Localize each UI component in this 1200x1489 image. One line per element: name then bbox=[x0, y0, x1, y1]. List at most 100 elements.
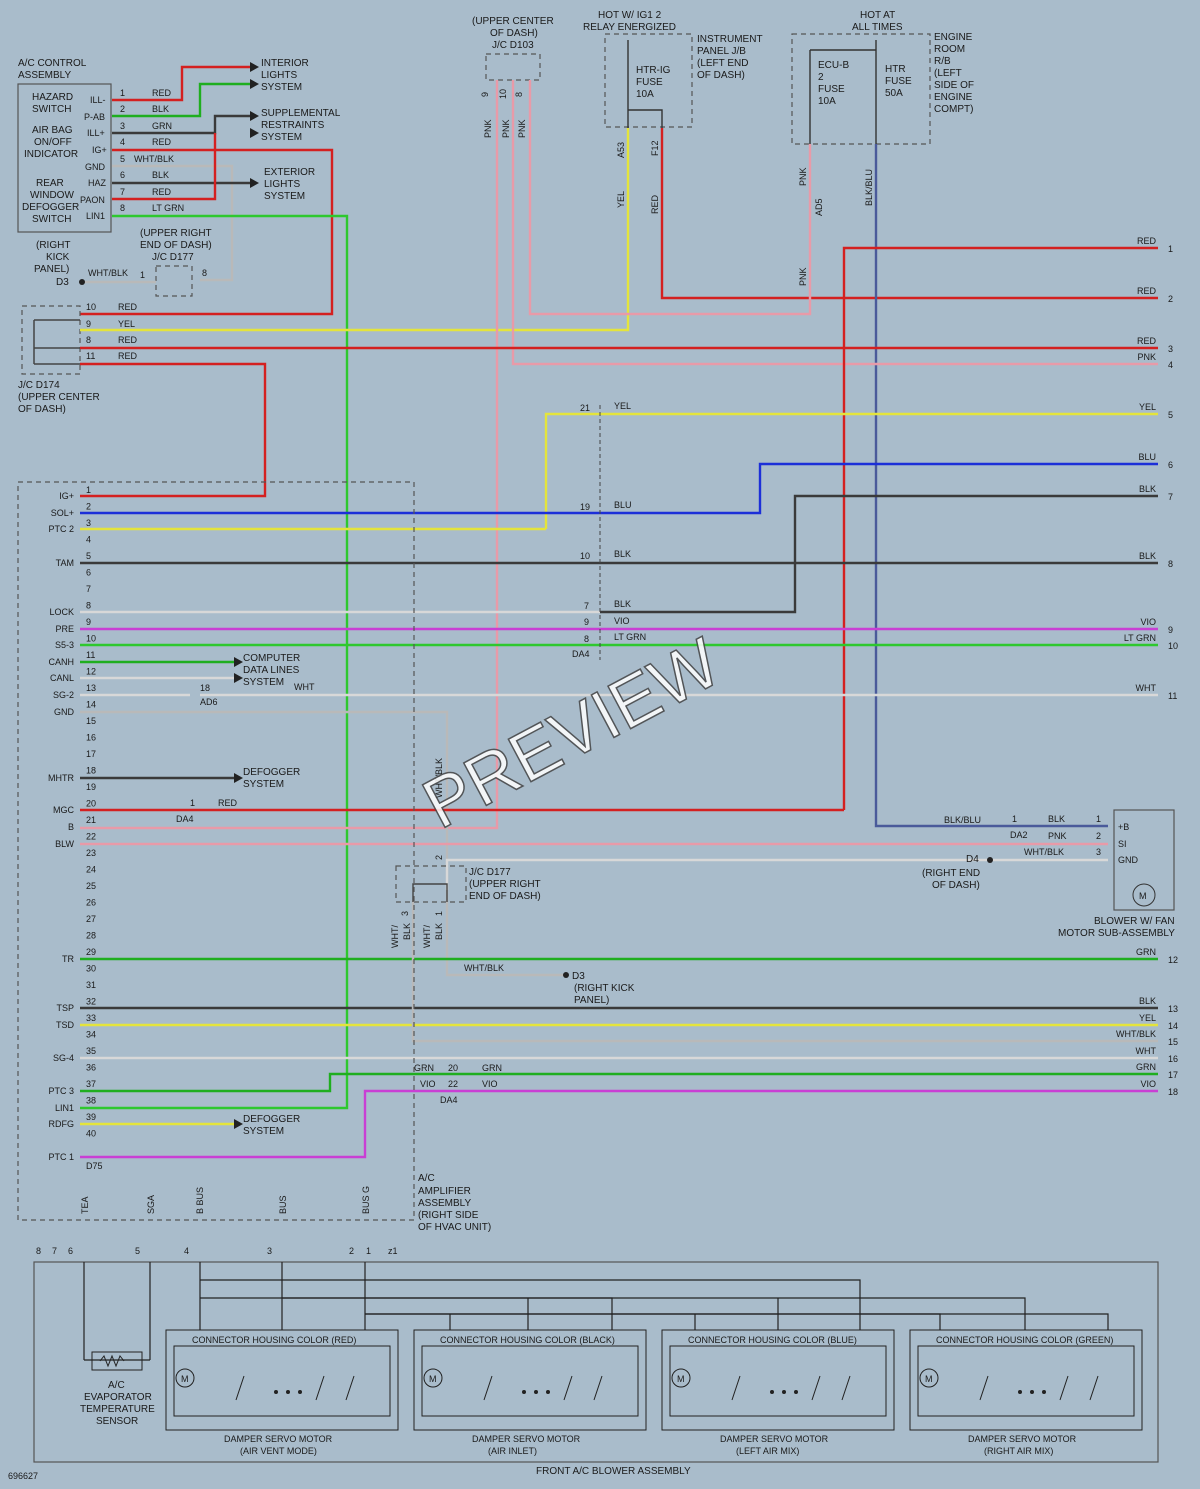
svg-text:ECU-B: ECU-B bbox=[818, 60, 849, 71]
svg-text:1: 1 bbox=[120, 88, 125, 98]
svg-text:5: 5 bbox=[135, 1246, 140, 1256]
svg-text:FUSE: FUSE bbox=[636, 77, 663, 88]
servo-name: DAMPER SERVO MOTOR bbox=[472, 1434, 581, 1444]
amp-pin-number: 33 bbox=[86, 1013, 96, 1023]
svg-text:(UPPER RIGHT: (UPPER RIGHT bbox=[469, 879, 541, 890]
amp-pin-number: 11 bbox=[86, 650, 95, 660]
amp-pin-number: 10 bbox=[86, 634, 96, 644]
svg-text:VIO: VIO bbox=[420, 1079, 436, 1089]
wire-color-8: BLK bbox=[1139, 551, 1156, 561]
amp-pin-number: 1 bbox=[86, 485, 91, 495]
svg-text:SI: SI bbox=[1118, 839, 1127, 849]
amp-pin-number: 18 bbox=[86, 766, 96, 776]
amp-pin-number: 12 bbox=[86, 667, 96, 677]
amp-bottom-pins: TEA SGA B BUS BUS BUS G bbox=[80, 1186, 371, 1214]
srs-label-3: SYSTEM bbox=[261, 132, 302, 143]
svg-text:WHT/BLK: WHT/BLK bbox=[464, 963, 504, 973]
d3-ground-icon bbox=[79, 279, 85, 285]
amp-pin-number: 8 bbox=[86, 601, 91, 611]
svg-text:VIO: VIO bbox=[614, 616, 630, 626]
svg-text:10: 10 bbox=[86, 302, 96, 312]
svg-text:RED: RED bbox=[152, 137, 172, 147]
wire-number-14: 14 bbox=[1168, 1021, 1178, 1031]
servo-name: DAMPER SERVO MOTOR bbox=[720, 1434, 829, 1444]
svg-text:SIDE OF: SIDE OF bbox=[934, 80, 974, 91]
ac-control-title-2: ASSEMBLY bbox=[18, 70, 71, 81]
svg-text:RELAY ENERGIZED: RELAY ENERGIZED bbox=[583, 22, 676, 33]
svg-text:A/C: A/C bbox=[108, 1380, 125, 1391]
svg-text:LT GRN: LT GRN bbox=[152, 203, 184, 213]
amp-pin-ptc-3: PTC 3 bbox=[48, 1086, 74, 1096]
svg-text:RED: RED bbox=[152, 88, 172, 98]
onoff-label: ON/OFF bbox=[34, 137, 72, 148]
svg-text:WHT/: WHT/ bbox=[422, 925, 432, 948]
jc-d177-lower-box bbox=[395, 865, 467, 903]
servo-motor-icon bbox=[175, 1368, 195, 1388]
svg-text:D75: D75 bbox=[86, 1161, 103, 1171]
wire-color-4: PNK bbox=[1137, 352, 1156, 362]
amp-pin-number: 38 bbox=[86, 1096, 96, 1106]
amp-pin-mhtr: MHTR bbox=[48, 773, 74, 783]
wire-number-5: 5 bbox=[1168, 410, 1173, 420]
svg-text:(UPPER CENTER: (UPPER CENTER bbox=[472, 16, 554, 27]
servo-name: DAMPER SERVO MOTOR bbox=[224, 1434, 333, 1444]
feed-labels: A53 F12 YEL RED PNK AD5 PNK BLK/BLU bbox=[616, 140, 874, 286]
svg-text:1: 1 bbox=[140, 270, 145, 280]
svg-text:9: 9 bbox=[86, 319, 91, 329]
amp-pin-tr: TR bbox=[62, 954, 74, 964]
svg-text:AMPLIFIER: AMPLIFIER bbox=[418, 1186, 471, 1197]
amp-pin-tam: TAM bbox=[56, 558, 74, 568]
svg-text:M: M bbox=[925, 1374, 933, 1384]
exterior-label-1: EXTERIOR bbox=[264, 167, 315, 178]
defogger-labels: COMPUTER DATA LINES SYSTEM DEFOGGER SYST… bbox=[243, 653, 300, 1137]
svg-text:BLK: BLK bbox=[1048, 814, 1065, 824]
svg-text:(UPPER CENTER: (UPPER CENTER bbox=[18, 392, 100, 403]
ur-1: (UPPER RIGHT bbox=[140, 228, 212, 239]
ur-2: END OF DASH) bbox=[140, 240, 212, 251]
svg-text:END OF DASH): END OF DASH) bbox=[469, 891, 541, 902]
svg-text:(RIGHT KICK: (RIGHT KICK bbox=[574, 983, 635, 994]
amp-pin-number: 30 bbox=[86, 964, 96, 974]
amp-pin-number: 36 bbox=[86, 1063, 96, 1073]
svg-text:6: 6 bbox=[120, 170, 125, 180]
svg-text:1: 1 bbox=[1096, 814, 1101, 824]
wire-number-8: 8 bbox=[1168, 559, 1173, 569]
wire-number-15: 15 bbox=[1168, 1037, 1178, 1047]
svg-text:COMPT): COMPT) bbox=[934, 104, 973, 115]
pin-lin1: LIN1 bbox=[86, 211, 105, 221]
svg-text:GND: GND bbox=[1118, 855, 1139, 865]
svg-text:RED: RED bbox=[118, 302, 138, 312]
svg-text:SGA: SGA bbox=[146, 1195, 156, 1214]
amp-pin-canh: CANH bbox=[48, 657, 74, 667]
kick-2: KICK bbox=[46, 252, 70, 263]
svg-text:PNK: PNK bbox=[501, 119, 511, 138]
amp-pin-number: 19 bbox=[86, 782, 96, 792]
svg-text:WHT/BLK: WHT/BLK bbox=[434, 758, 444, 798]
kick-1: (RIGHT bbox=[36, 240, 70, 251]
amp-pin-number: 6 bbox=[86, 568, 91, 578]
svg-text:YEL: YEL bbox=[118, 319, 135, 329]
main-right-wires bbox=[80, 246, 1158, 1159]
amp-pin-list: IG+SOL+PTC 2TAMLOCKPRES5-3CANHCANLSG-2GN… bbox=[48, 485, 96, 1162]
svg-text:9: 9 bbox=[480, 92, 490, 97]
servo-sub: (AIR INLET) bbox=[488, 1446, 537, 1456]
svg-text:8: 8 bbox=[86, 335, 91, 345]
rear-label: REAR bbox=[36, 178, 64, 189]
amp-pin-number: 34 bbox=[86, 1030, 96, 1040]
svg-text:BLK/BLU: BLK/BLU bbox=[944, 815, 981, 825]
amp-pin-number: 9 bbox=[86, 617, 91, 627]
amp-pin-blw: BLW bbox=[55, 839, 74, 849]
svg-text:WHT/BLK: WHT/BLK bbox=[134, 154, 174, 164]
wire-color-5: YEL bbox=[1139, 402, 1156, 412]
svg-text:20: 20 bbox=[448, 1063, 458, 1073]
wire-color-3: RED bbox=[1137, 336, 1157, 346]
pin-gnd: GND bbox=[85, 162, 106, 172]
svg-text:AD6: AD6 bbox=[200, 697, 218, 707]
svg-text:RED: RED bbox=[152, 187, 172, 197]
svg-text:YEL: YEL bbox=[614, 401, 631, 411]
wire-color-6: BLU bbox=[1138, 452, 1156, 462]
wire-number-16: 16 bbox=[1168, 1054, 1178, 1064]
servo-sub: (AIR VENT MODE) bbox=[240, 1446, 317, 1456]
